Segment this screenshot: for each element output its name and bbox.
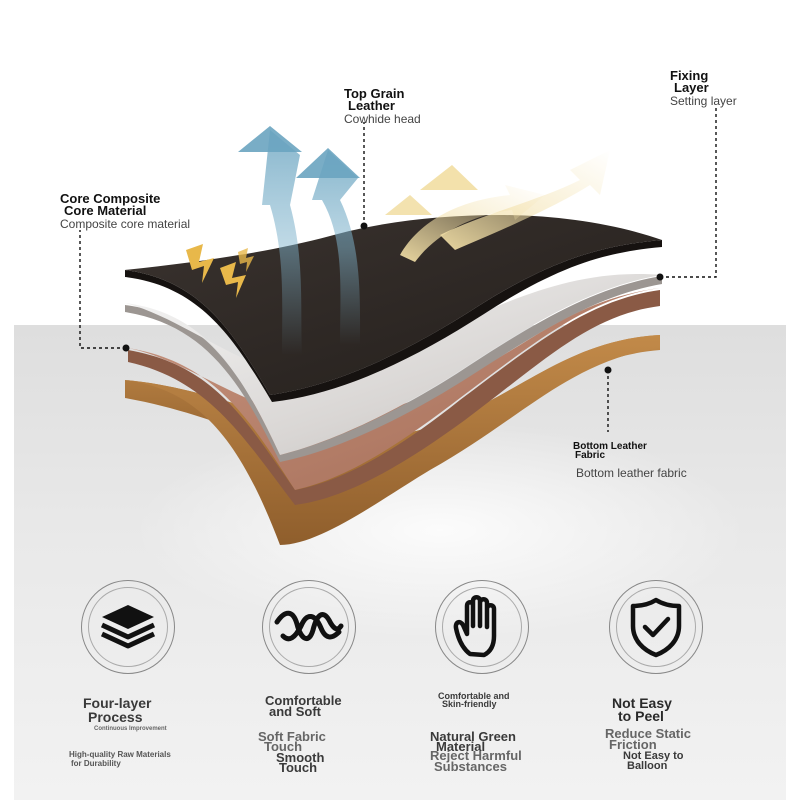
feature-3-title-2: Skin-friendly xyxy=(442,699,497,709)
feature-1-desc-1: High-quality Raw Materials xyxy=(69,750,171,759)
label-top-grain-title-1: Top Grain xyxy=(344,86,405,101)
label-core-title-2: Core Material xyxy=(64,203,147,218)
feature-4-desc-4: Balloon xyxy=(627,760,668,772)
feature-3-desc-1: Natural Green xyxy=(430,729,516,744)
feature-3-desc-4: Substances xyxy=(434,759,507,774)
feature-circle-wave xyxy=(262,580,356,674)
label-core: Core Composite Core Material Composite c… xyxy=(60,191,191,231)
label-bottom-title-2: Fabric xyxy=(575,450,606,461)
leader-dots xyxy=(122,222,664,374)
feature-circle-shield xyxy=(609,580,703,674)
hand-icon xyxy=(453,595,497,658)
feature-3-title-1: Comfortable and xyxy=(438,691,510,701)
wave-icon xyxy=(274,610,344,642)
feature-4-desc-2: Friction xyxy=(609,737,657,752)
label-bottom: Bottom Leather Fabric Bottom leather fab… xyxy=(573,441,687,480)
feature-2-desc-3: Smooth xyxy=(276,750,325,765)
feature-4-title-1: Not Easy xyxy=(612,695,672,711)
feature-1-small: Continuous Improvement xyxy=(94,726,167,732)
feature-2-title-1: Comfortable xyxy=(265,693,342,708)
lightning-icon xyxy=(186,244,254,298)
feature-circle-layers xyxy=(81,580,175,674)
feature-2-desc-1: Soft Fabric xyxy=(258,729,326,744)
label-top-grain: Top Grain Leather Cowhide head xyxy=(344,86,421,126)
feature-4-desc-1: Reduce Static xyxy=(605,726,691,741)
feature-2-title-2: and Soft xyxy=(269,704,321,719)
label-fixing-title-2: Layer xyxy=(674,80,709,95)
feature-4-desc-3: Not Easy to xyxy=(623,750,684,762)
feature-1-desc-2: for Durability xyxy=(71,759,121,768)
feature-1-title-1: Four-layer xyxy=(83,695,152,711)
shield-check-icon xyxy=(630,597,682,658)
label-core-subtitle: Composite core material xyxy=(60,217,191,231)
feature-2-desc-2: Touch xyxy=(264,739,303,754)
top-grain-layer xyxy=(125,215,662,402)
label-bottom-title-1: Bottom Leather xyxy=(573,441,647,452)
feature-4-title-2: to Peel xyxy=(618,708,664,724)
feature-3-desc-3: Reject Harmful xyxy=(430,748,522,763)
label-fixing-subtitle: Setting layer xyxy=(670,94,737,108)
label-core-title-1: Core Composite xyxy=(60,191,161,206)
feature-1-title-2: Process xyxy=(88,709,143,725)
leader-lines xyxy=(79,108,717,432)
feature-3-desc-2: Material xyxy=(436,739,486,754)
label-fixing-title-1: Fixing xyxy=(670,68,709,83)
feature-circle-hand xyxy=(435,580,529,674)
label-fixing: Fixing Layer Setting layer xyxy=(670,68,737,108)
warm-gold-arrows xyxy=(385,150,610,262)
label-top-grain-title-2: Leather xyxy=(348,98,395,113)
layers-icon xyxy=(100,605,156,649)
label-top-grain-subtitle: Cowhide head xyxy=(344,112,421,126)
core-composite-layer xyxy=(128,288,660,505)
breathable-blue-arrows xyxy=(238,126,361,355)
feature-2-desc-4: Touch xyxy=(279,760,318,775)
label-bottom-subtitle: Bottom leather fabric xyxy=(576,466,687,480)
